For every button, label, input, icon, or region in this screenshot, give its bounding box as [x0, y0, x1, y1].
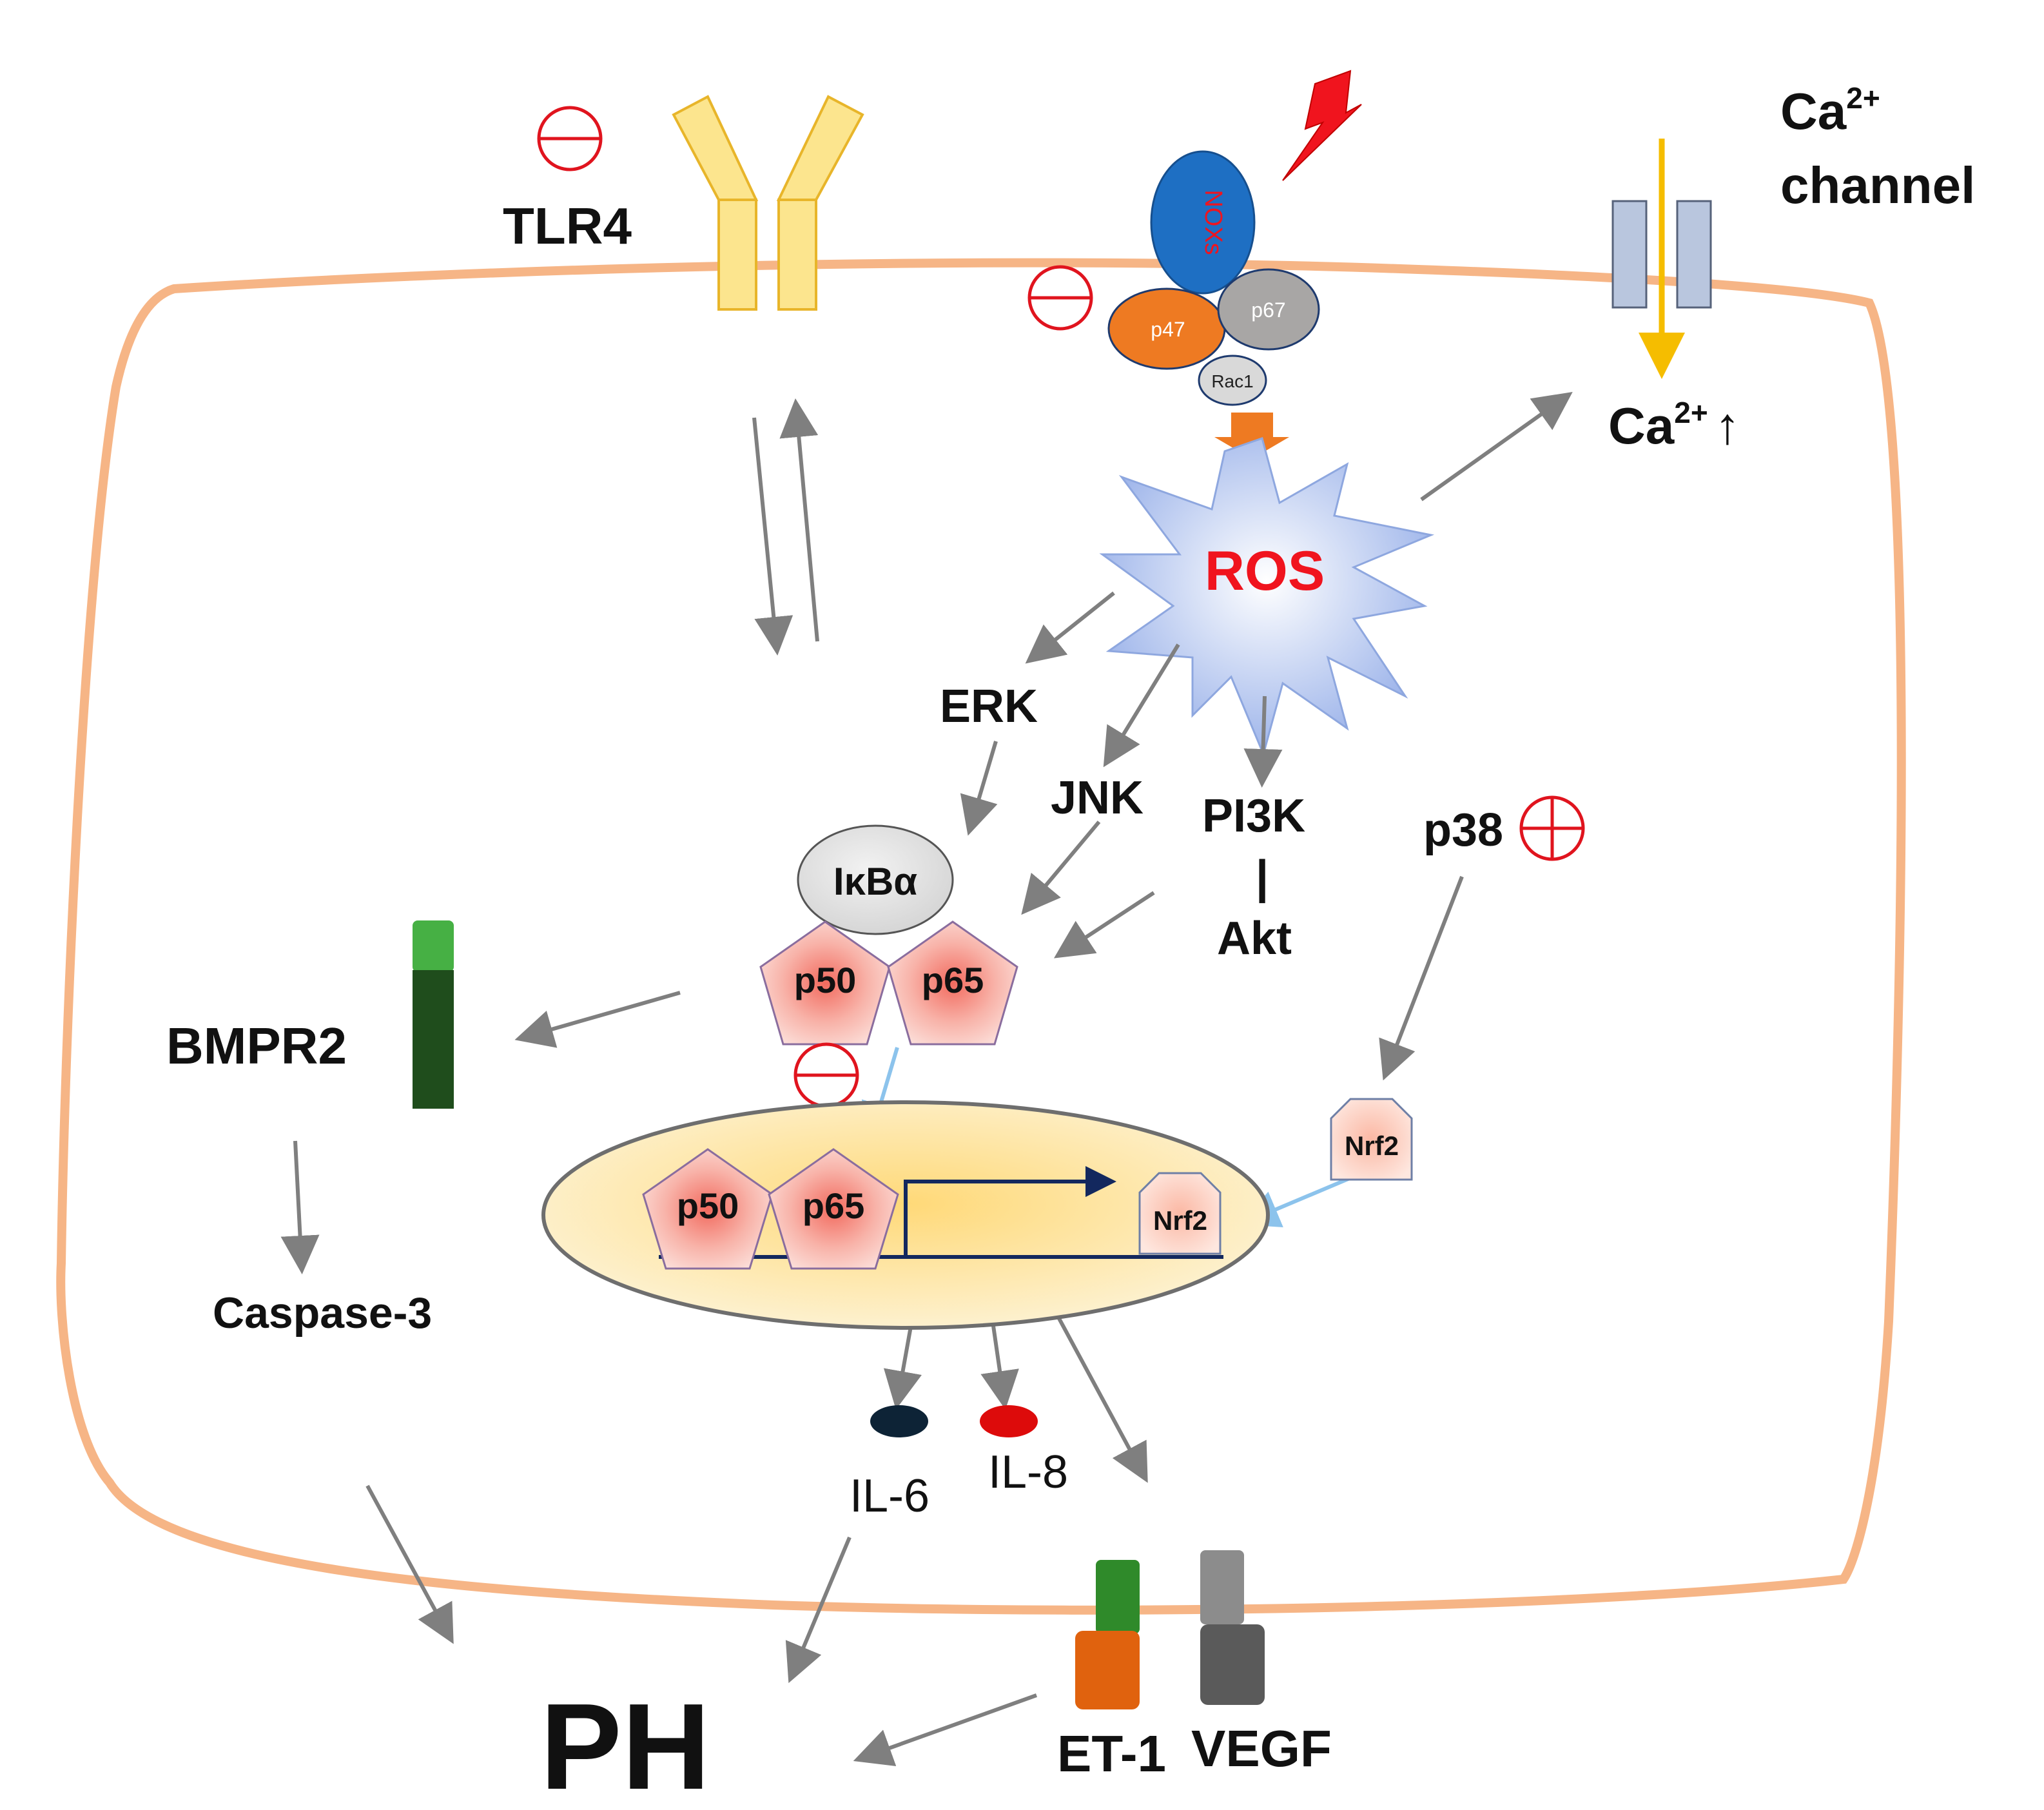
- ros-label: ROS: [1205, 540, 1325, 602]
- lightning-icon: [1282, 70, 1362, 181]
- ros-to-pi3k-arrow: [1243, 696, 1283, 788]
- erk-label: ERK: [940, 681, 1038, 732]
- caspase-to-ph-arrow: [365, 1484, 454, 1644]
- ros-burst: [1099, 437, 1435, 757]
- nfkb-to-bmpr2-arrow: [514, 991, 681, 1048]
- p65-nuclear: [768, 1148, 899, 1270]
- jnk-to-nfkb-arrow: [1021, 821, 1101, 915]
- p67-subunit: [1217, 268, 1320, 351]
- p67-label: p67: [1251, 298, 1285, 322]
- tlr4-label: TLR4: [503, 197, 632, 255]
- ros-to-ca-arrow: [1420, 392, 1573, 501]
- jnk-label: JNK: [1051, 772, 1144, 824]
- p38-to-nrf2-arrow: [1379, 875, 1464, 1081]
- pi3k-akt-link: |: [1256, 851, 1269, 903]
- inhibit-icon: [1027, 265, 1093, 331]
- et1-to-ph-arrow: [853, 1693, 1038, 1767]
- ca-channel-right: [1676, 200, 1712, 309]
- nrf2-nuclear: [1138, 1172, 1222, 1255]
- ca-increase-label: Ca2+↑: [1608, 396, 1740, 454]
- ros-to-erk-arrow: [1025, 591, 1115, 664]
- ikba-protein: [797, 824, 954, 935]
- erk-to-ikba-arrow: [960, 741, 998, 836]
- cell-membrane: [56, 258, 1906, 1615]
- inhibit-icon: [793, 1042, 859, 1108]
- et1-receptor-top: [1096, 1560, 1140, 1634]
- inhibit-icon: [537, 106, 603, 171]
- activate-icon: [1519, 795, 1585, 861]
- ca-channel-label: Ca2+: [1780, 81, 1880, 140]
- transcription-arrow: [904, 1166, 1116, 1257]
- bmpr2-to-caspase-arrow: [280, 1140, 320, 1274]
- il6-molecule: [870, 1405, 928, 1437]
- ph-label: PH: [540, 1679, 710, 1807]
- noxs-subunit: [1150, 150, 1256, 295]
- p65-label: p65: [922, 960, 984, 1000]
- il6-to-ph-arrow: [785, 1536, 852, 1684]
- vegf-label: VEGF: [1191, 1720, 1332, 1777]
- et1-receptor-bottom: [1075, 1631, 1140, 1709]
- p65-subunit: [887, 920, 1018, 1046]
- ros-to-jnk-arrow: [1103, 643, 1180, 768]
- p50-nuc-label: p50: [677, 1185, 739, 1226]
- vegf-receptor-bottom: [1200, 1624, 1265, 1705]
- ikba-label: IκBα: [833, 860, 917, 903]
- akt-label: Akt: [1217, 913, 1292, 964]
- nrf2-cyto-label: Nrf2: [1345, 1131, 1399, 1161]
- vegf-receptor-top: [1200, 1550, 1244, 1624]
- tlr4-receptor: [672, 95, 864, 311]
- akt-to-nfkb-arrow: [1053, 891, 1155, 959]
- ca-channel-left: [1611, 200, 1648, 309]
- p50-nuclear: [642, 1148, 774, 1270]
- et1-label: ET-1: [1057, 1725, 1166, 1782]
- nucleus-to-et1-arrow: [1055, 1314, 1148, 1483]
- il8-molecule: [980, 1405, 1038, 1437]
- il8-label: IL-8: [988, 1446, 1068, 1498]
- rac1-subunit: [1198, 355, 1267, 406]
- rac1-label: Rac1: [1211, 371, 1253, 391]
- noxs-label: NOXs: [1200, 190, 1227, 255]
- bmpr2-label: BMPR2: [166, 1017, 347, 1075]
- ca-channel-label-2: channel: [1780, 157, 1975, 214]
- p47-label: p47: [1151, 318, 1185, 341]
- bmpr2-receptor-top: [413, 920, 454, 972]
- p65-nuc-label: p65: [803, 1185, 865, 1226]
- p50-label: p50: [794, 960, 857, 1000]
- p38-label: p38: [1423, 804, 1503, 856]
- tlr4-up-arrow: [779, 398, 819, 642]
- caspase3-label: Caspase-3: [213, 1289, 432, 1338]
- il6-label: IL-6: [850, 1470, 930, 1522]
- pi3k-label: PI3K: [1202, 790, 1305, 842]
- bmpr2-receptor-bottom: [413, 970, 454, 1109]
- nrf2-nuc-label: Nrf2: [1153, 1205, 1207, 1236]
- tlr4-down-arrow: [752, 417, 793, 656]
- nrf2-cytoplasm: [1330, 1098, 1413, 1181]
- nucleus-to-il8-arrow: [980, 1321, 1019, 1410]
